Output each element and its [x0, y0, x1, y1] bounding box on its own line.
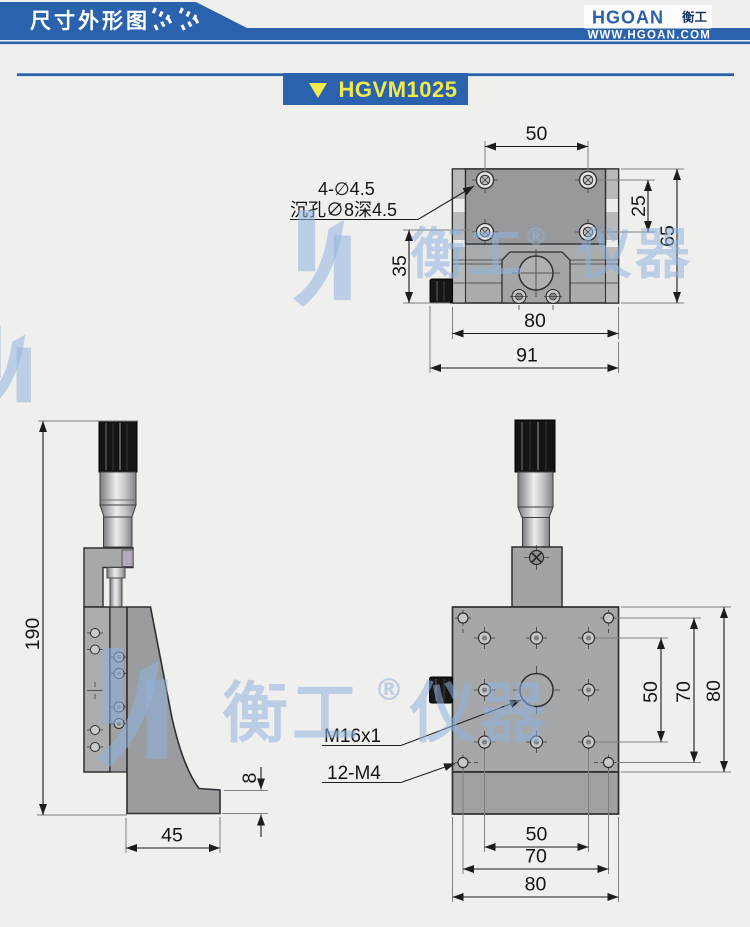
dim-70-bottom: 70	[525, 846, 547, 868]
watermarks: 衡工 ® 仪器 衡工 ® 仪器	[0, 210, 693, 768]
top-view-dimensions: 50 25 65 35 80 91	[389, 123, 684, 373]
counterbore-hole	[575, 167, 601, 193]
dim-80-bottom-front: 80	[525, 874, 547, 896]
front-view-labels: M16x1 12-M4	[322, 699, 522, 784]
clamp-screw	[510, 288, 528, 310]
label-m16x1: M16x1	[324, 726, 381, 747]
callout-line2: 沉孔∅8深4.5	[290, 200, 397, 220]
dim-91-bottom: 91	[516, 345, 538, 367]
side-view: 190 45 8	[22, 420, 268, 853]
corner-hole	[455, 610, 471, 633]
counterbore-hole	[472, 167, 498, 193]
logo-box	[584, 5, 712, 29]
watermark-h-icon	[96, 648, 168, 768]
brand-logo-cjk: 衡工	[682, 10, 708, 25]
dim-190-left: 190	[22, 618, 44, 651]
corner-hole	[455, 754, 478, 771]
counterbore-hole	[575, 219, 601, 245]
dim-80-bottom: 80	[524, 310, 546, 332]
watermark-reg: ®	[374, 673, 404, 708]
dim-65-right: 65	[657, 225, 679, 247]
corner-hole	[600, 610, 617, 633]
dim-50-right: 50	[640, 681, 662, 703]
adjustment-knob-front	[429, 676, 453, 704]
front-view-bottom-dimensions: 50 70 80	[452, 750, 619, 902]
watermark-text: 仪器	[576, 222, 693, 286]
dim-70-right: 70	[673, 681, 695, 703]
rail-slot	[453, 240, 465, 247]
block-screw	[524, 545, 549, 570]
watermark-text: 衡工	[410, 222, 526, 286]
micrometer-side	[98, 420, 138, 548]
rail-slot	[606, 199, 618, 212]
spindle	[109, 577, 123, 608]
front-view: M16x1 12-M4 50 70 80 50	[322, 419, 731, 902]
counterbore-hole	[472, 219, 498, 245]
spindle-step	[106, 567, 126, 579]
watermark-top: 衡工 ® 仪器	[293, 210, 693, 307]
dim-80-right: 80	[703, 680, 725, 702]
watermark-text: 衡工	[222, 675, 362, 752]
side-hole	[87, 628, 103, 752]
corner-hole	[594, 754, 617, 771]
rail-slot	[606, 240, 618, 247]
dim-45-bottom: 45	[161, 825, 183, 847]
side-view-angle-bracket	[126, 606, 221, 815]
counterbore-callout: 4-∅4.5 沉孔∅8深4.5	[290, 179, 475, 221]
label-12-m4: 12-M4	[327, 763, 381, 784]
micrometer-front	[514, 419, 556, 548]
dim-8-right: 8	[239, 773, 261, 784]
watermark-text: 仪器	[409, 675, 550, 752]
dim-35-left: 35	[389, 255, 411, 277]
dim-25-right: 25	[628, 195, 650, 217]
dim-50-bottom: 50	[526, 824, 548, 846]
front-view-base	[451, 771, 620, 815]
central-thread-bore	[513, 666, 560, 714]
side-view-dimensions: 190 45 8	[22, 420, 268, 853]
dim-50-top: 50	[526, 123, 548, 145]
model-banner: HGVM1025	[17, 73, 734, 105]
callout-line1: 4-∅4.5	[318, 179, 375, 199]
model-number: HGVM1025	[339, 77, 458, 102]
grid-holes	[474, 627, 599, 753]
brand-logo: HGOAN	[592, 8, 664, 28]
watermark-h-icon	[293, 210, 351, 307]
header-banner-shape	[0, 2, 750, 40]
front-view-right-dimensions: 50 70 80	[596, 606, 731, 773]
triangle-marker-icon	[309, 83, 327, 98]
clamp-screw	[544, 288, 562, 310]
watermark-bottom: 衡工 ® 仪器	[96, 648, 550, 768]
rail-slot	[453, 199, 465, 212]
watermark-reg: ®	[524, 223, 548, 251]
website-text: WWW.HGOAN.COM	[587, 30, 711, 42]
section-title: 尺寸外形图	[30, 9, 150, 33]
bracket-end-cap	[121, 549, 134, 567]
header-underline	[0, 41, 750, 45]
top-view: 50 25 65 35 80 91 4-∅4.5 沉孔∅8深4.5	[290, 123, 684, 373]
header-banner: 尺寸外形图 HGOAN 衡工 WWW.HGOAN.COM	[0, 2, 750, 45]
watermark-h-icon	[0, 326, 31, 403]
